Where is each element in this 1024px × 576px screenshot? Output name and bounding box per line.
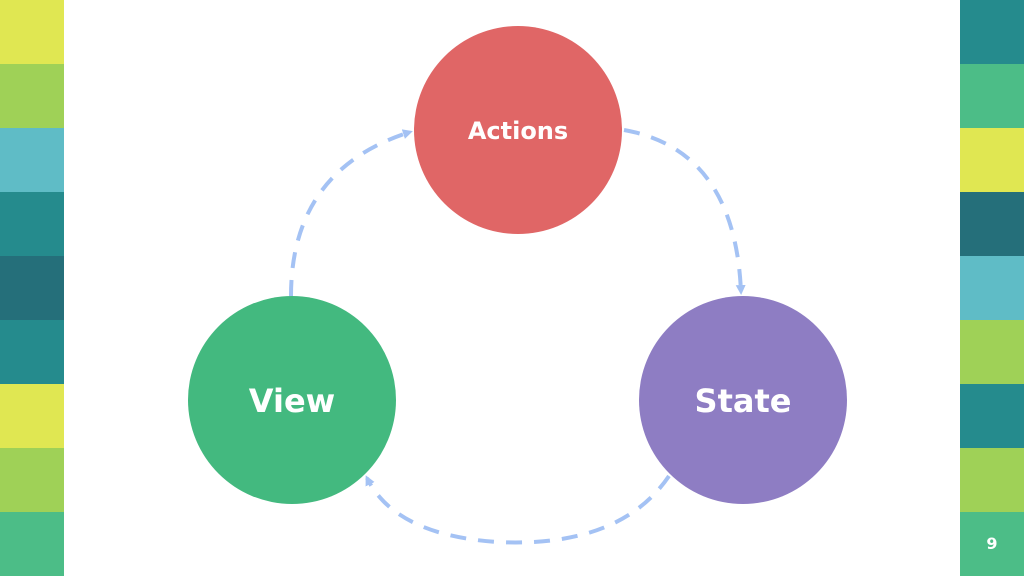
- left-stripe-8: [0, 448, 64, 512]
- right-stripe-1: [960, 0, 1024, 64]
- left-stripe-7: [0, 384, 64, 448]
- state-node: State: [639, 296, 847, 504]
- view-circle: [188, 296, 396, 504]
- right-stripe-8: [960, 448, 1024, 512]
- actions-node: Actions: [414, 26, 622, 234]
- right-stripe-4: [960, 192, 1024, 256]
- right-stripe-3: [960, 128, 1024, 192]
- left-stripe-3: [0, 128, 64, 192]
- arrow-view-to-actions: [289, 129, 413, 297]
- actions-circle: [414, 26, 622, 234]
- right-stripe-5: [960, 256, 1024, 320]
- left-stripe-2: [0, 64, 64, 128]
- left-stripe-9: [0, 512, 64, 576]
- right-stripe-6: [960, 320, 1024, 384]
- left-stripe-1: [0, 0, 64, 64]
- view-node: View: [188, 296, 396, 504]
- state-label: State: [695, 382, 792, 420]
- right-stripe-7: [960, 384, 1024, 448]
- state-circle: [639, 296, 847, 504]
- left-stripe-6: [0, 320, 64, 384]
- arrow-actions-to-state: [623, 128, 746, 295]
- page-number: 9: [986, 534, 998, 553]
- arrow-state-to-view: [365, 474, 671, 545]
- right-stripe-2: [960, 64, 1024, 128]
- left-stripe-4: [0, 192, 64, 256]
- actions-label: Actions: [468, 117, 568, 145]
- left-stripe-5: [0, 256, 64, 320]
- right-stripe-9: [960, 512, 1024, 576]
- right-decorative-stripes: [960, 0, 1024, 576]
- left-decorative-stripes: [0, 0, 64, 576]
- view-label: View: [249, 382, 335, 420]
